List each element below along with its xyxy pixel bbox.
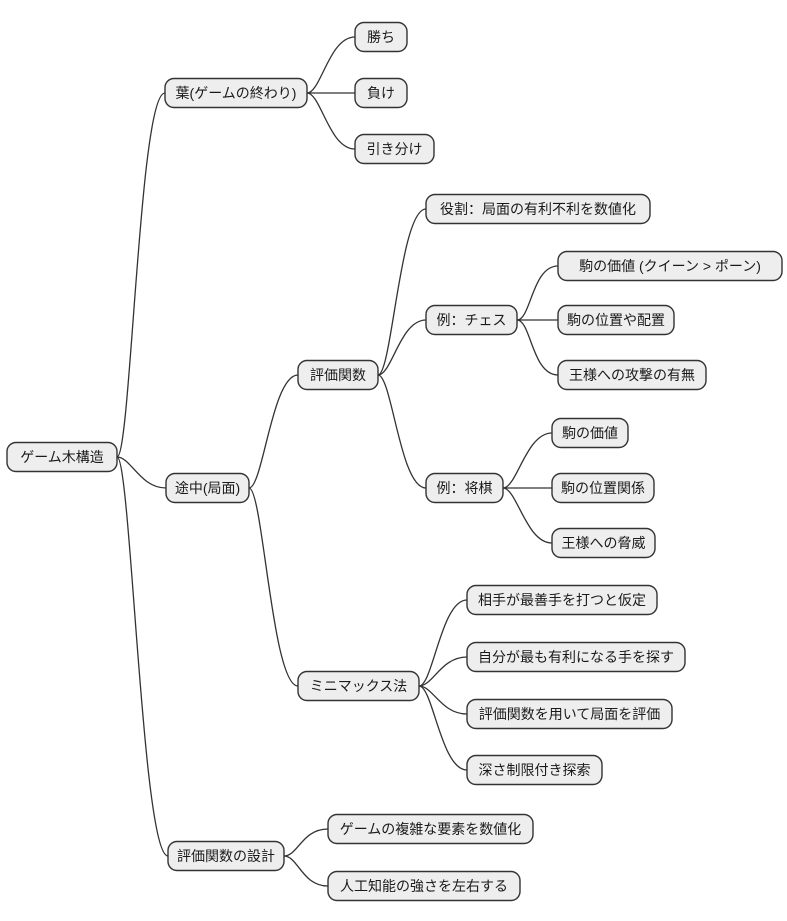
node-eval-function: 評価関数 bbox=[297, 359, 379, 391]
node-box-mid-position bbox=[165, 472, 250, 504]
node-eval-design: 評価関数の設計 bbox=[167, 840, 285, 872]
node-label-minimax-depth-limit: 深さ制限付き探索 bbox=[479, 762, 591, 778]
edge-eval-design-design-ai-strength bbox=[283, 855, 329, 887]
node-label-shogi-example: 例：将棋 bbox=[437, 480, 493, 496]
node-box-shogi-piece-position bbox=[551, 472, 655, 504]
edge-shogi-example-shogi-piece-value bbox=[502, 432, 553, 489]
node-box-leaf-end bbox=[164, 77, 308, 109]
edge-chess-example-chess-king-attack bbox=[516, 319, 559, 376]
node-label-leaf-end: 葉(ゲームの終わり) bbox=[176, 85, 297, 101]
node-box-minimax-assume-best bbox=[466, 584, 658, 616]
node-box-minimax-find-best bbox=[466, 641, 686, 673]
node-box-lose bbox=[354, 77, 408, 109]
node-label-chess-example: 例：チェス bbox=[437, 312, 507, 328]
node-chess-piece-value: 駒の価値 (クイーン > ポーン) bbox=[557, 250, 783, 282]
node-box-shogi-king-threat bbox=[551, 527, 656, 559]
edge-chess-example-chess-piece-value bbox=[516, 265, 559, 321]
node-box-win bbox=[354, 21, 408, 53]
node-label-win: 勝ち bbox=[367, 29, 395, 45]
node-root: ゲーム木構造 bbox=[6, 441, 118, 473]
node-mid-position: 途中(局面) bbox=[165, 472, 250, 504]
node-chess-example: 例：チェス bbox=[425, 304, 518, 336]
edge-root-mid-position bbox=[116, 456, 167, 489]
node-chess-piece-position: 駒の位置や配置 bbox=[557, 304, 675, 336]
edge-minimax-minimax-eval-pos bbox=[418, 685, 468, 715]
node-minimax-assume-best: 相手が最善手を打つと仮定 bbox=[466, 584, 658, 616]
edge-minimax-minimax-depth-limit bbox=[418, 685, 468, 771]
node-design-ai-strength: 人工知能の強さを左右する bbox=[327, 870, 521, 902]
edge-minimax-minimax-find-best bbox=[418, 656, 468, 687]
node-box-chess-piece-value bbox=[557, 250, 783, 282]
edge-root-eval-design bbox=[116, 456, 169, 857]
node-minimax-depth-limit: 深さ制限付き探索 bbox=[466, 754, 603, 786]
node-design-quantify: ゲームの複雑な要素を数値化 bbox=[327, 813, 534, 845]
edge-mid-position-eval-function bbox=[248, 374, 299, 489]
edge-eval-function-chess-example bbox=[377, 319, 427, 376]
node-minimax-eval-pos: 評価関数を用いて局面を評価 bbox=[466, 698, 673, 730]
node-box-design-ai-strength bbox=[327, 870, 521, 902]
node-label-role: 役割：局面の有利不利を数値化 bbox=[440, 201, 636, 217]
node-label-root: ゲーム木構造 bbox=[20, 449, 104, 465]
node-box-eval-design bbox=[167, 840, 285, 872]
node-label-design-quantify: ゲームの複雑な要素を数値化 bbox=[340, 821, 522, 837]
node-label-shogi-king-threat: 王様への脅威 bbox=[562, 535, 646, 551]
edge-leaf-end-win bbox=[306, 36, 356, 94]
node-shogi-king-threat: 王様への脅威 bbox=[551, 527, 656, 559]
node-box-minimax-eval-pos bbox=[466, 698, 673, 730]
node-label-minimax-eval-pos: 評価関数を用いて局面を評価 bbox=[479, 706, 661, 722]
edge-eval-function-shogi-example bbox=[377, 374, 427, 489]
edge-layer bbox=[116, 36, 559, 887]
node-label-chess-piece-position: 駒の位置や配置 bbox=[567, 312, 665, 328]
node-label-chess-piece-value: 駒の価値 (クイーン > ポーン) bbox=[579, 258, 761, 274]
node-box-minimax-depth-limit bbox=[466, 754, 603, 786]
node-label-draw: 引き分け bbox=[367, 141, 423, 157]
node-role: 役割：局面の有利不利を数値化 bbox=[425, 193, 651, 225]
edge-root-leaf-end bbox=[116, 92, 166, 458]
node-chess-king-attack: 王様への攻撃の有無 bbox=[557, 359, 707, 391]
node-minimax: ミニマックス法 bbox=[297, 670, 420, 702]
node-box-chess-king-attack bbox=[557, 359, 707, 391]
node-box-eval-function bbox=[297, 359, 379, 391]
node-box-chess-example bbox=[425, 304, 518, 336]
node-box-design-quantify bbox=[327, 813, 534, 845]
node-box-minimax bbox=[297, 670, 420, 702]
node-shogi-piece-position: 駒の位置関係 bbox=[551, 472, 655, 504]
node-lose: 負け bbox=[354, 77, 408, 109]
node-win: 勝ち bbox=[354, 21, 408, 53]
node-label-minimax-assume-best: 相手が最善手を打つと仮定 bbox=[478, 592, 646, 608]
edge-leaf-end-draw bbox=[306, 92, 356, 150]
node-box-shogi-piece-value bbox=[551, 417, 629, 449]
node-minimax-find-best: 自分が最も有利になる手を探す bbox=[466, 641, 686, 673]
node-draw: 引き分け bbox=[354, 133, 435, 165]
node-shogi-piece-value: 駒の価値 bbox=[551, 417, 629, 449]
node-label-shogi-piece-position: 駒の位置関係 bbox=[561, 480, 645, 496]
node-box-shogi-example bbox=[425, 472, 504, 504]
node-label-lose: 負け bbox=[367, 85, 395, 101]
node-shogi-example: 例：将棋 bbox=[425, 472, 504, 504]
node-label-mid-position: 途中(局面) bbox=[175, 480, 240, 496]
node-label-eval-design: 評価関数の設計 bbox=[177, 848, 275, 864]
node-box-role bbox=[425, 193, 651, 225]
node-box-draw bbox=[354, 133, 435, 165]
node-label-design-ai-strength: 人工知能の強さを左右する bbox=[340, 878, 508, 894]
node-box-chess-piece-position bbox=[557, 304, 675, 336]
edge-minimax-minimax-assume-best bbox=[418, 599, 468, 687]
node-box-root bbox=[6, 441, 118, 473]
node-label-eval-function: 評価関数 bbox=[310, 367, 366, 383]
node-label-minimax-find-best: 自分が最も有利になる手を探す bbox=[478, 649, 674, 665]
edge-shogi-example-shogi-king-threat bbox=[502, 487, 553, 544]
node-label-shogi-piece-value: 駒の価値 bbox=[562, 425, 618, 441]
node-leaf-end: 葉(ゲームの終わり) bbox=[164, 77, 308, 109]
edge-eval-function-role bbox=[377, 208, 427, 376]
edge-eval-design-design-quantify bbox=[283, 828, 329, 857]
node-label-minimax: ミニマックス法 bbox=[310, 678, 408, 694]
node-label-chess-king-attack: 王様への攻撃の有無 bbox=[569, 367, 695, 383]
edge-mid-position-minimax bbox=[248, 487, 299, 687]
